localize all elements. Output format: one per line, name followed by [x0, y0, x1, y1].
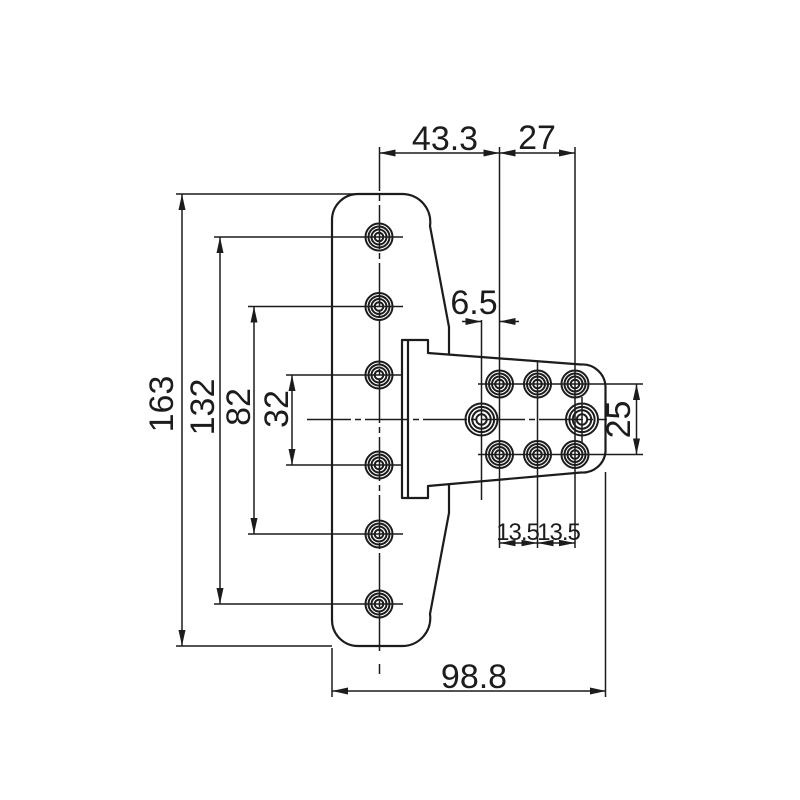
dim-inner-hole-span: 32 [258, 375, 296, 465]
arrowhead [288, 375, 296, 391]
arrowhead [250, 518, 258, 534]
dim-total-width: 98.8 [331, 472, 607, 697]
dim-label-32: 32 [258, 390, 296, 428]
arrowhead [483, 149, 500, 157]
dim-label-6-5: 6.5 [450, 284, 497, 322]
dim-outer-hole-span: 132 [184, 237, 224, 604]
arrowhead [332, 687, 348, 695]
arrowhead [499, 149, 516, 157]
dim-arm-hole-offset: 6.5 [450, 284, 519, 325]
dim-top-widths: 43.3 27 [379, 119, 575, 158]
arrowhead [499, 539, 516, 547]
arrowhead [250, 306, 258, 323]
arrowhead [178, 194, 186, 210]
arrowhead [537, 539, 554, 547]
centerlines [214, 147, 643, 674]
dim-total-height: 163 [143, 193, 358, 647]
arrowhead [521, 539, 538, 547]
arrowhead [216, 237, 224, 253]
dim-right-plate-hole-span: 25 [600, 384, 640, 455]
dim-label-13-5-a: 13.5 [496, 519, 539, 546]
arrowhead [633, 438, 640, 455]
arrowhead [288, 449, 296, 465]
arrowhead [178, 630, 186, 646]
arrowhead [499, 318, 516, 325]
dim-mid-hole-span: 82 [220, 306, 258, 534]
dim-right-hole-pitch: 13.5 13.5 [496, 519, 582, 547]
arrowhead [379, 149, 396, 157]
dim-label-82: 82 [220, 388, 258, 426]
arrowhead [590, 687, 606, 695]
dim-label-98-8: 98.8 [441, 658, 507, 696]
dim-label-132: 132 [184, 379, 222, 436]
arrowhead [216, 588, 224, 604]
arrowhead [465, 318, 482, 325]
dim-label-25: 25 [600, 401, 638, 439]
arrowhead [633, 384, 640, 400]
dim-label-13-5-b: 13.5 [537, 519, 580, 546]
arrowhead [559, 149, 575, 157]
dim-label-43-3: 43.3 [412, 120, 478, 158]
dim-label-27: 27 [518, 119, 556, 157]
dim-label-163: 163 [143, 376, 181, 433]
arrowhead [559, 539, 575, 547]
